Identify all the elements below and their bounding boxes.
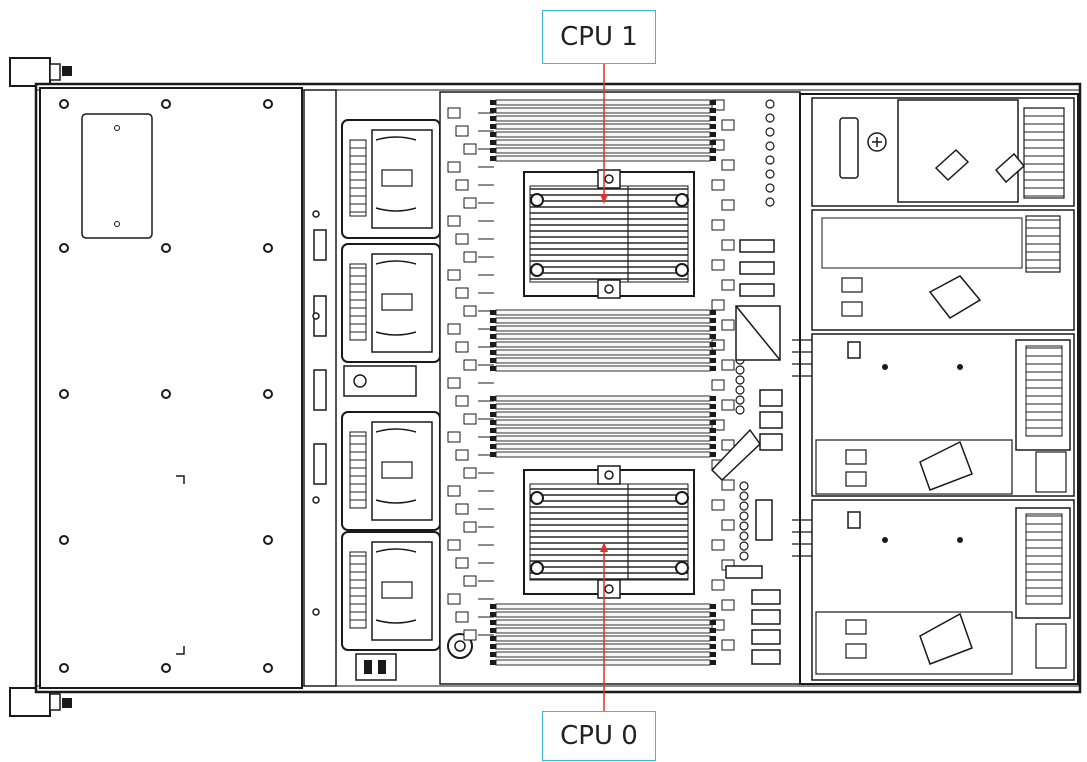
dimm-slot [495, 611, 711, 618]
board-connectors [710, 239, 783, 665]
fan-module-4 [341, 531, 441, 651]
dimm-slot [495, 659, 711, 666]
dimm-slot [495, 317, 711, 324]
dimm-slot [495, 357, 711, 364]
leader-cpu0 [600, 542, 608, 711]
dimm-slot [495, 99, 711, 106]
dimm-slot [495, 619, 711, 626]
front-panel [39, 87, 303, 689]
dimm-slot [495, 403, 711, 410]
dimm-slot [495, 115, 711, 122]
dimm-slot [495, 635, 711, 642]
dimm-slot [495, 603, 711, 610]
dimm-slot [495, 451, 711, 458]
cpu0-callout-label: CPU 0 [542, 711, 656, 761]
mid-rail [303, 89, 337, 687]
dimm-slot [495, 627, 711, 634]
dimm-slot [495, 131, 711, 138]
dimm-slot [495, 333, 711, 340]
dimm-slot [495, 325, 711, 332]
cpu1-callout-label: CPU 1 [542, 10, 656, 64]
dimm-slot [495, 395, 711, 402]
dimm-slot [495, 651, 711, 658]
cpu1-heatsink [523, 169, 695, 299]
dimm-slot [495, 155, 711, 162]
dimm-slot [495, 341, 711, 348]
rear-riser-area [792, 93, 1079, 685]
fan-module-1 [341, 119, 441, 239]
fan-modules [341, 119, 441, 651]
dimm-slot [495, 147, 711, 154]
dimm-slot [495, 427, 711, 434]
cpu0-heatsink [523, 465, 695, 599]
dimm-slot [495, 419, 711, 426]
dimm-slot [495, 443, 711, 450]
dimm-slot [495, 349, 711, 356]
rack-ear-top [9, 57, 72, 87]
dimm-slots [490, 99, 716, 666]
dimm-slot [495, 139, 711, 146]
front-label-plate [81, 113, 153, 239]
screw-holes [59, 99, 273, 673]
dimm-slot [495, 365, 711, 372]
fan-module-3 [341, 411, 441, 531]
dimm-slot [495, 309, 711, 316]
dimm-slot [495, 435, 711, 442]
dimm-slot [495, 643, 711, 650]
dimm-slot [495, 411, 711, 418]
leader-cpu1 [600, 64, 608, 204]
fan-module-2 [341, 243, 441, 363]
dimm-slot [495, 123, 711, 130]
dimm-slot [495, 107, 711, 114]
